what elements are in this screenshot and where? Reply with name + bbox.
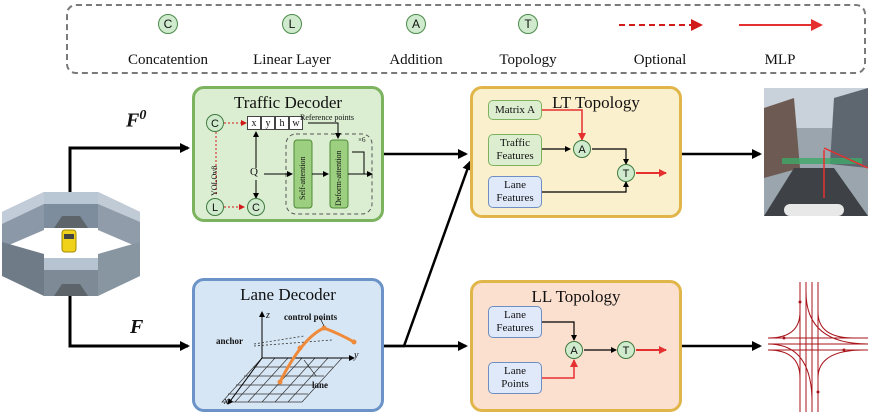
- legend-addition-label: Addition: [389, 52, 443, 68]
- concat-op-2: C: [247, 198, 265, 216]
- cell-x: x: [247, 116, 261, 130]
- legend-mlp-label: MLP: [764, 52, 796, 68]
- surround-view-image: [2, 192, 140, 296]
- legend-optional: Optional: [600, 14, 720, 74]
- lt-add-op: A: [573, 140, 591, 158]
- lane-features-box-lt: Lane Features: [488, 176, 542, 208]
- legend-mlp: MLP: [720, 14, 840, 74]
- self-attention-label: Self-attention: [298, 156, 307, 200]
- lane-decoder-diagram: [221, 311, 357, 405]
- f0-label: F0: [126, 108, 146, 133]
- lt-topology-diagram: [542, 109, 667, 193]
- anchor-label: anchor: [216, 336, 243, 346]
- legend: C Concatention L Linear Layer A Addition…: [66, 4, 866, 74]
- deform-attention-label: Deform-attention: [334, 150, 343, 206]
- traffic-features-box: Traffic Features: [488, 134, 542, 166]
- legend-topology-label: Topology: [499, 52, 557, 68]
- f0-superscript: 0: [139, 108, 147, 123]
- yolo-label: YOLOv8: [210, 165, 219, 196]
- legend-linear-label: Linear Layer: [253, 52, 331, 68]
- reference-points-label: Reference points: [300, 113, 354, 122]
- addition-icon: A: [406, 14, 426, 34]
- legend-optional-label: Optional: [633, 52, 687, 68]
- cell-h: h: [275, 116, 289, 130]
- topology-icon: T: [518, 14, 538, 34]
- legend-topology: T Topology: [468, 14, 588, 74]
- lane-decoder-title: Lane Decoder: [240, 285, 336, 304]
- linear-op: L: [206, 198, 224, 216]
- concat-icon: C: [158, 14, 178, 34]
- ll-topology-title: LL Topology: [531, 287, 621, 306]
- ll-topology-diagram: [542, 321, 667, 379]
- axis-x-label: x: [224, 396, 229, 407]
- lane-decoder-panel: Lane Decoder: [192, 278, 384, 412]
- f-label: F: [130, 316, 144, 338]
- legend-concat: C Concatention: [108, 14, 228, 74]
- red-arrow-icon: [739, 19, 823, 31]
- legend-linear: L Linear Layer: [232, 14, 352, 74]
- lane-points-box: Lane Points: [488, 362, 542, 394]
- axis-z-label: z: [266, 310, 270, 321]
- traffic-decoder-diagram: [215, 120, 373, 215]
- lt-output-image: [764, 88, 868, 216]
- q-label: Q: [250, 166, 258, 178]
- reference-cells: x y h w: [247, 116, 303, 130]
- lt-topology-op: T: [617, 164, 635, 182]
- f0-text: F: [126, 109, 140, 132]
- lane-features-box-ll: Lane Features: [488, 306, 542, 338]
- linear-icon: L: [282, 14, 302, 34]
- traffic-decoder-panel: Traffic Decoder: [192, 86, 384, 222]
- concat-op-1: C: [206, 114, 224, 132]
- lt-topology-title: LT Topology: [552, 93, 640, 112]
- control-points-label: control points: [284, 312, 338, 322]
- lane-label: lane: [312, 380, 329, 390]
- axis-y-label: y: [354, 350, 359, 361]
- repeat-label: ×6: [358, 136, 366, 144]
- dashed-arrow-icon: [619, 19, 703, 31]
- matrix-a-box: Matrix A: [488, 100, 542, 120]
- legend-addition: A Addition: [356, 14, 476, 74]
- cell-w: w: [289, 116, 303, 130]
- ll-output-graph: [767, 282, 868, 412]
- ll-topology-op: T: [617, 341, 635, 359]
- cell-y: y: [261, 116, 275, 130]
- ll-add-op: A: [565, 341, 583, 359]
- traffic-decoder-title: Traffic Decoder: [233, 93, 343, 112]
- legend-concat-label: Concatention: [128, 52, 208, 68]
